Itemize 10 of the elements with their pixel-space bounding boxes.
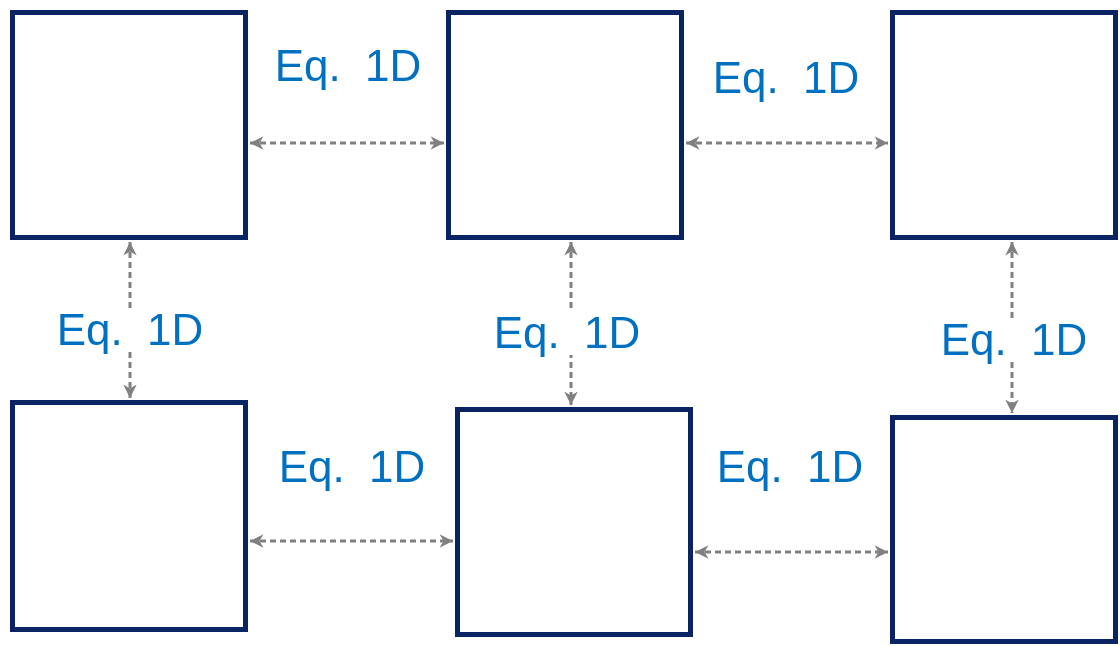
double-arrow <box>250 136 444 150</box>
square-box <box>10 400 248 632</box>
double-arrow <box>695 545 888 559</box>
square-box <box>890 415 1118 644</box>
square-box <box>446 10 684 240</box>
double-arrow <box>686 136 888 150</box>
double-arrow <box>250 534 453 548</box>
square-box <box>10 10 248 240</box>
square-box <box>890 10 1118 240</box>
square-box <box>455 407 693 637</box>
